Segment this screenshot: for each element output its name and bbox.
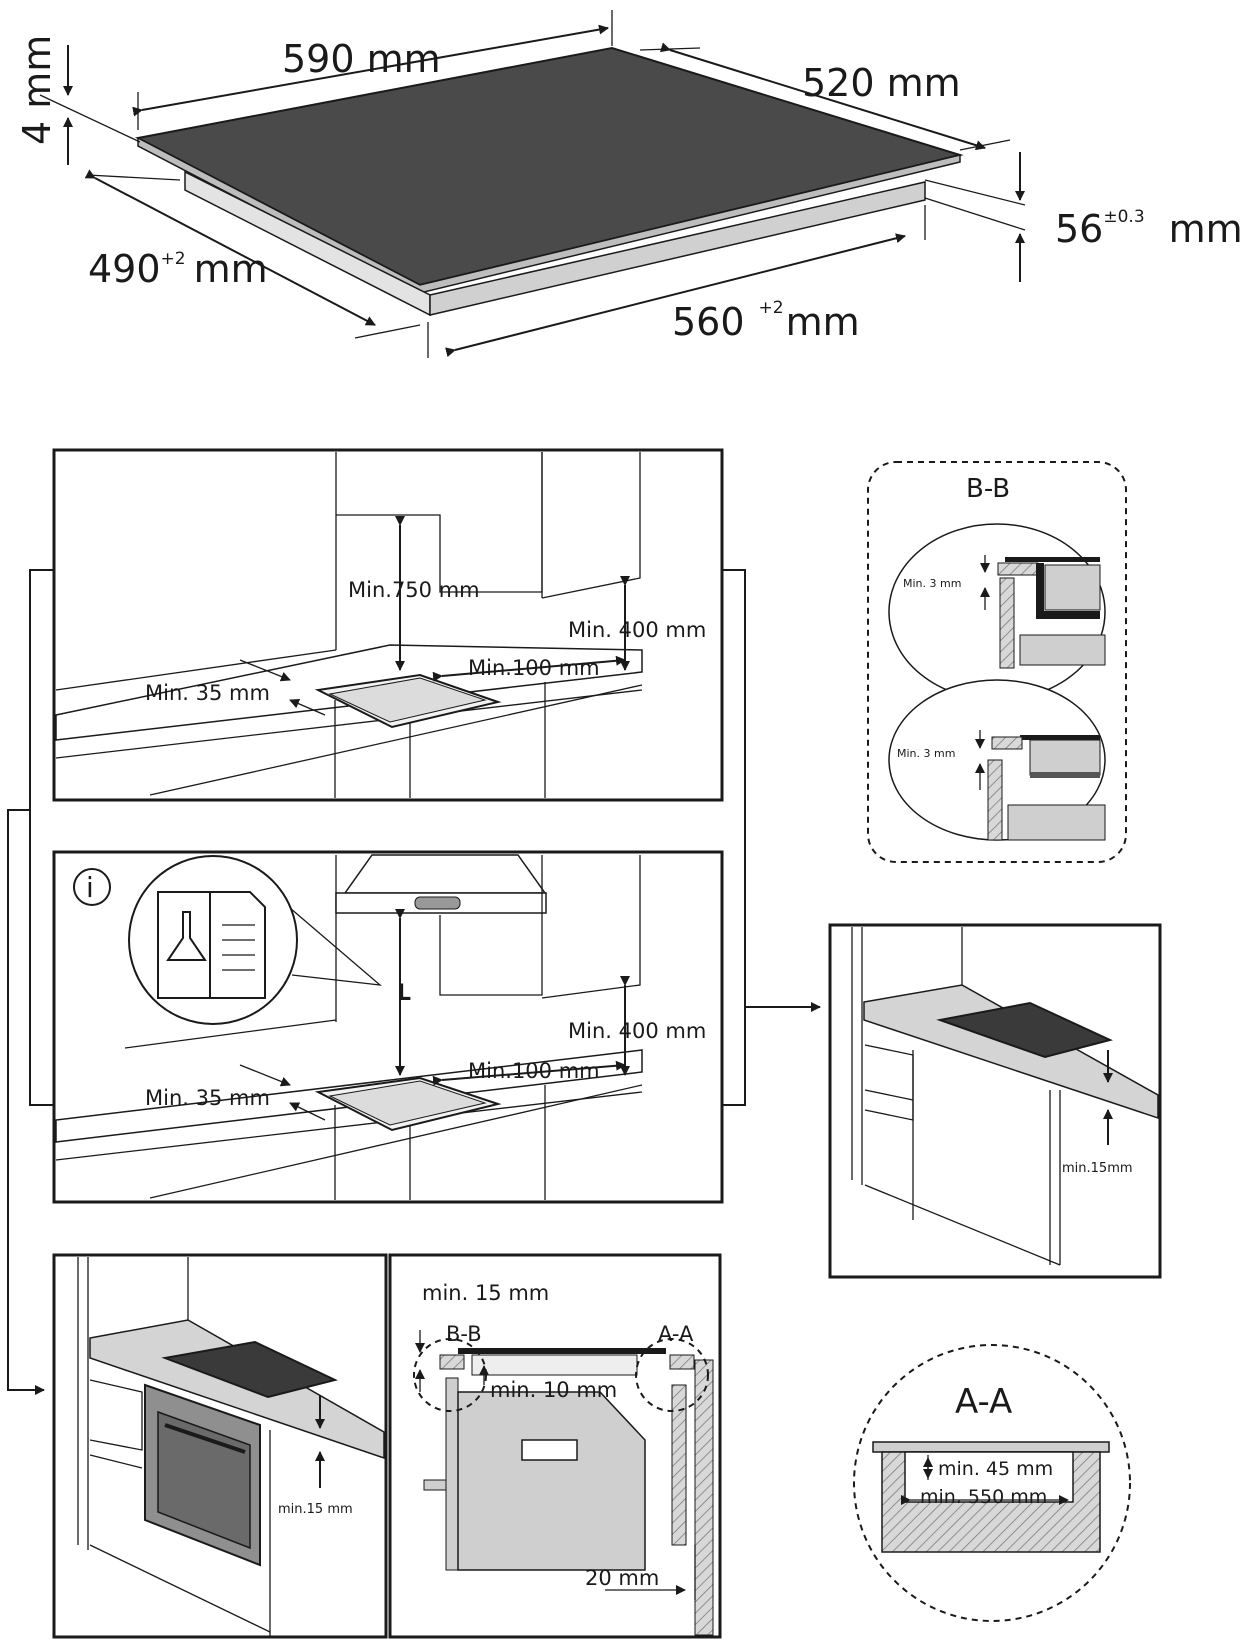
bb-top-min3: Min. 3 mm xyxy=(903,577,961,590)
min-750-label: Min.750 mm xyxy=(348,578,480,602)
bottom-min15-label: min.15 mm xyxy=(278,1502,353,1517)
info-letter: i xyxy=(86,871,94,904)
min-100-label-1: Min.100 mm xyxy=(468,656,600,680)
bb-bottom-min3: Min. 3 mm xyxy=(897,747,955,760)
section-20mm-label: 20 mm xyxy=(585,1566,659,1590)
panel-kitchen-clearances xyxy=(52,448,724,802)
section-bb-label: B-B xyxy=(446,1322,482,1346)
section-min15-label: min. 15 mm xyxy=(422,1281,549,1305)
cutout-width-label: 560+2mm xyxy=(672,298,860,344)
flow-connectors xyxy=(7,569,821,1395)
cooker-hood xyxy=(343,854,547,894)
hood-distance-label: L xyxy=(397,981,411,1006)
aa-min45-label: min. 45 mm xyxy=(938,1458,1053,1480)
panel-installed-hob-oven xyxy=(52,1253,388,1639)
aa-detail xyxy=(853,1344,1131,1622)
manual-book-icon xyxy=(157,891,266,999)
min-35-label-2: Min. 35 mm xyxy=(145,1086,270,1110)
min-400-label-2: Min. 400 mm xyxy=(568,1019,706,1043)
panel-section-view xyxy=(388,1253,722,1639)
hob-width-label: 590 mm xyxy=(282,37,441,81)
hob-thickness-label: 4 mm xyxy=(15,35,59,145)
panel-hood-clearances xyxy=(52,850,724,1204)
section-min10-label: min. 10 mm xyxy=(490,1378,617,1402)
right-min15-label: min.15mm xyxy=(1062,1161,1133,1176)
hob-dimension-drawing xyxy=(39,10,1026,358)
min-400-label-1: Min. 400 mm xyxy=(568,618,706,642)
aa-title: A-A xyxy=(955,1382,1012,1422)
panel-installed-hob-drawers xyxy=(828,923,1162,1279)
hob-depth-label: 520 mm xyxy=(802,61,961,105)
min-35-label-1: Min. 35 mm xyxy=(145,681,270,705)
bb-title: B-B xyxy=(966,474,1010,504)
section-aa-label: A-A xyxy=(658,1322,694,1346)
info-icon xyxy=(73,868,111,906)
aa-min550-label: min. 550 mm xyxy=(920,1486,1047,1508)
bb-detail-box xyxy=(867,461,1127,863)
hob-glass-edge xyxy=(137,136,961,294)
min-100-label-2: Min.100 mm xyxy=(468,1059,600,1083)
